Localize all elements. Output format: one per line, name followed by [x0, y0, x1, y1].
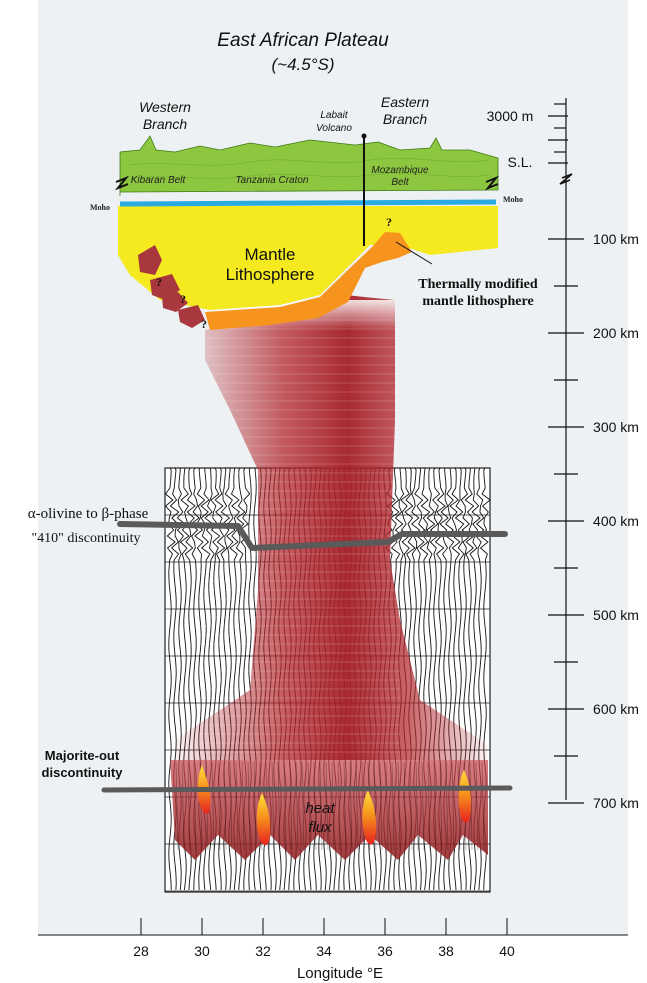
longitude-tick-label: 40 [499, 943, 515, 959]
question-mark-4: ? [386, 215, 392, 229]
mozambique-belt-label-2: Belt [391, 177, 409, 188]
longitude-tick-label: 32 [255, 943, 271, 959]
sea-level-label: S.L. [508, 154, 533, 170]
depth-tick-label: 700 km [593, 795, 639, 811]
question-mark-3: ? [201, 317, 207, 331]
mantle-lithosphere [118, 206, 498, 310]
figure-title-line2: (~4.5°S) [271, 55, 334, 74]
longitude-axis-title: Longitude °E [297, 965, 383, 982]
lithosphere-blocks [138, 245, 205, 328]
heat-flux-label-1: heat [305, 800, 335, 817]
western-branch-label-1: Western [139, 99, 191, 115]
410-label-2: "410" discontinuity [31, 531, 140, 546]
depth-axis [548, 98, 584, 804]
axis-break-symbol [559, 173, 573, 185]
flame-icon [458, 770, 472, 823]
labait-volcano-marker [361, 133, 367, 139]
elevation-3000-label: 3000 m [487, 108, 534, 124]
depth-tick-label: 300 km [593, 419, 639, 435]
longitude-tick-label: 38 [438, 943, 454, 959]
depth-tick-label: 100 km [593, 231, 639, 247]
flame-icon [362, 790, 377, 845]
thermal-label-1: Thermally modified [418, 277, 538, 292]
thermal-label-2: mantle lithosphere [422, 294, 533, 309]
mantle-lithosphere-label-2: Lithosphere [226, 265, 315, 284]
moho-label-right: Moho [503, 195, 523, 204]
longitude-tick-label: 34 [316, 943, 332, 959]
depth-tick-label: 400 km [593, 513, 639, 529]
mozambique-belt-label-1: Mozambique [371, 165, 429, 176]
thermally-modified-lithosphere [205, 232, 412, 330]
flame-icon [256, 793, 271, 846]
longitude-tick-label: 28 [133, 943, 149, 959]
tanzania-craton-label: Tanzania Craton [235, 175, 308, 186]
mantle-plume [175, 295, 488, 760]
labait-volcano-label-2: Volcano [316, 123, 352, 134]
longitude-tick-label: 30 [194, 943, 210, 959]
eastern-branch-label-2: Branch [383, 111, 428, 127]
question-mark-2: ? [180, 292, 186, 306]
depth-tick-label: 200 km [593, 325, 639, 341]
western-branch-label-2: Branch [143, 116, 188, 132]
longitude-axis [38, 918, 628, 936]
moho-label-left: Moho [90, 203, 110, 212]
heat-flux-label-2: flux [308, 819, 332, 836]
fault-break-right [484, 175, 500, 191]
thermal-leader-line [395, 241, 433, 265]
depth-tick-label: 500 km [593, 607, 639, 623]
majorite-label-1: Majorite-out [45, 748, 120, 763]
majorite-out-line [101, 785, 513, 793]
moho-line [119, 199, 497, 207]
labait-volcano-label-1: Labait [320, 110, 348, 121]
question-mark-1: ? [156, 275, 162, 289]
fault-break-left [114, 175, 130, 191]
longitude-tick-label: 36 [377, 943, 393, 959]
depth-tick-label: 600 km [593, 701, 639, 717]
crust [119, 135, 499, 196]
eastern-branch-label-1: Eastern [381, 94, 429, 110]
410-label-1: α-olivine to β-phase [28, 506, 149, 522]
410-discontinuity-line [117, 521, 508, 551]
figure-title-line1: East African Plateau [217, 30, 389, 51]
kibaran-belt-label: Kibaran Belt [131, 175, 187, 186]
majorite-label-2: discontinuity [42, 765, 124, 780]
mantle-lithosphere-label-1: Mantle [244, 245, 295, 264]
